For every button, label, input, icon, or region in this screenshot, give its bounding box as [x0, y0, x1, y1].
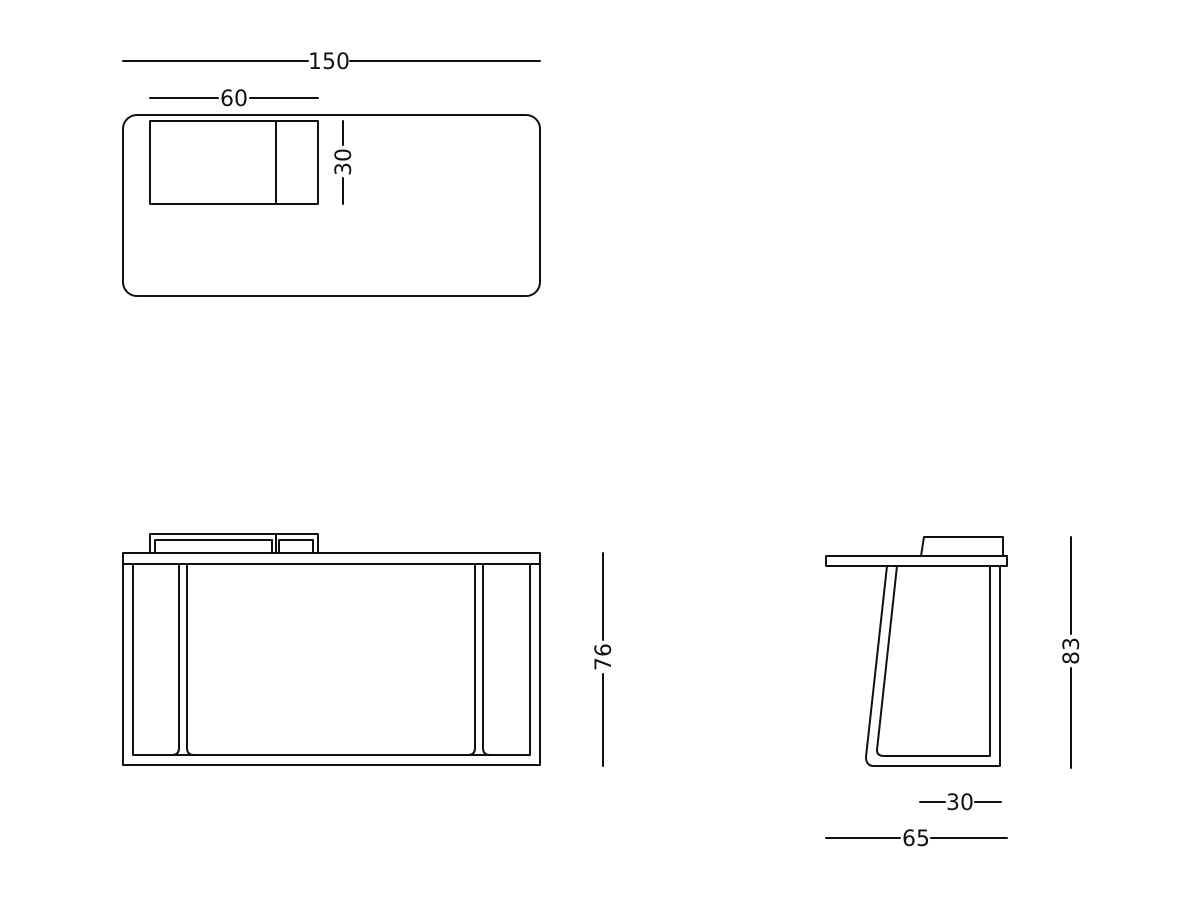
- dimension-overall-width: 150: [122, 50, 541, 75]
- desk-frame-front: [122, 563, 541, 766]
- drawer-inner-right: [278, 539, 314, 554]
- dimension-label-side-height: 83: [1060, 637, 1085, 665]
- drawer-box-top: [149, 120, 319, 205]
- dimension-label-overall-width: 150: [308, 50, 350, 75]
- center-panel: [186, 563, 476, 756]
- dimension-label-drawer-width: 60: [220, 87, 248, 112]
- desktop-slab-side: [825, 555, 1008, 567]
- dimension-label-base-depth: 30: [946, 791, 974, 816]
- front-view: 76: [122, 533, 617, 767]
- dimension-label-front-height: 76: [592, 643, 617, 671]
- right-leg-inner-curve: [482, 563, 491, 756]
- top-view: 150 60 30: [122, 50, 541, 297]
- desktop-slab-front: [122, 552, 541, 565]
- desktop-top-outline: [122, 114, 541, 297]
- leg-inner: [876, 565, 991, 757]
- inner-frame: [132, 563, 531, 756]
- drawer-inner-left: [154, 539, 273, 554]
- dimension-drawer-width: 60: [149, 87, 319, 112]
- dimension-drawer-depth: 30: [332, 120, 357, 205]
- top-drawer-front: [149, 533, 319, 554]
- drawer-outline: [149, 533, 319, 554]
- side-leg: [865, 565, 1001, 767]
- dimension-label-overall-depth: 65: [902, 827, 930, 852]
- dimension-overall-depth: 65: [825, 827, 1008, 852]
- dimension-label-drawer-depth: 30: [332, 148, 357, 176]
- left-leg-inner-curve: [171, 563, 180, 756]
- side-view: 83 30 65: [825, 536, 1085, 852]
- side-drawer-outline: [920, 536, 1004, 557]
- dimension-front-height: 76: [592, 552, 617, 767]
- leg-outer: [865, 565, 1001, 767]
- outer-frame: [122, 563, 541, 766]
- dimension-base-depth: 30: [919, 791, 1002, 816]
- dimension-side-height: 83: [1060, 536, 1085, 769]
